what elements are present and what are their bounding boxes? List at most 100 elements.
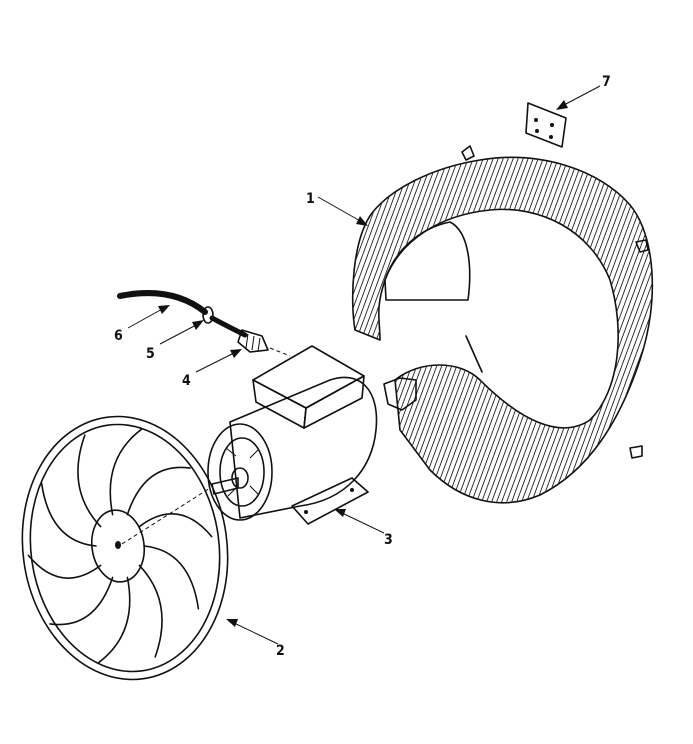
housing-hatch-line bbox=[399, 157, 541, 503]
callout-4: 4 bbox=[182, 349, 242, 389]
part-4-connector bbox=[237, 329, 291, 357]
housing-hatch-line bbox=[494, 157, 636, 503]
housing-outer-shell bbox=[351, 156, 654, 504]
housing-hatch-line bbox=[359, 157, 501, 503]
housing-hatch-line bbox=[409, 157, 551, 503]
housing-hatch-line bbox=[554, 157, 653, 503]
housing-hatch-line bbox=[524, 157, 653, 503]
bracket-plate bbox=[525, 102, 567, 148]
fan-blade bbox=[138, 513, 213, 538]
housing-hatch-line bbox=[549, 157, 653, 503]
housing-hatching bbox=[5, 140, 653, 520]
housing-hatch-line bbox=[544, 157, 653, 503]
callout-label-5: 5 bbox=[146, 346, 155, 362]
housing-hatch-line bbox=[514, 157, 653, 503]
housing-hatch-line bbox=[594, 157, 653, 503]
housing-hatch-line bbox=[65, 140, 205, 520]
callout-label-6: 6 bbox=[114, 328, 123, 344]
callout-label-1: 1 bbox=[306, 191, 315, 207]
connector-body bbox=[237, 329, 269, 353]
housing-hatch-line bbox=[185, 140, 325, 520]
housing-hatch-line bbox=[85, 140, 225, 520]
housing-hatch-line bbox=[130, 140, 270, 520]
housing-hatch-line bbox=[60, 140, 200, 520]
fan-hub bbox=[90, 509, 146, 583]
motor-mount-foot bbox=[291, 477, 369, 525]
housing-hatch-line bbox=[424, 157, 566, 503]
motor-end-inner bbox=[219, 437, 265, 507]
plate-hole-2 bbox=[550, 123, 554, 127]
motor-end-face bbox=[207, 423, 273, 521]
housing-hatch-line bbox=[25, 140, 165, 520]
housing-hatch-line bbox=[394, 157, 536, 503]
housing-hatch-line bbox=[474, 157, 616, 503]
housing-hatch-line bbox=[352, 157, 411, 503]
housing-hatch-line bbox=[55, 140, 195, 520]
housing-hatch-line bbox=[352, 157, 416, 503]
housing-hatch-line bbox=[205, 140, 345, 520]
fan-blade bbox=[77, 434, 102, 528]
housing-hatch-line bbox=[574, 157, 653, 503]
motor-junction-box-front bbox=[303, 375, 365, 429]
housing-hatch-line bbox=[369, 157, 511, 503]
motor-body bbox=[229, 376, 378, 519]
housing-hatch-line bbox=[404, 157, 546, 503]
housing-hatch-line bbox=[352, 157, 481, 503]
housing-hatch-line bbox=[469, 157, 611, 503]
part-1-coil-housing bbox=[5, 140, 654, 520]
housing-hatch-line bbox=[384, 157, 526, 503]
housing-hatch-line bbox=[464, 157, 606, 503]
housing-hatch-line bbox=[479, 157, 621, 503]
housing-hatch-line bbox=[529, 157, 653, 503]
housing-hatch-line bbox=[484, 157, 626, 503]
housing-hatch-line bbox=[10, 140, 150, 520]
part-7-bracket-plate bbox=[525, 102, 567, 148]
housing-hatch-line bbox=[419, 157, 561, 503]
housing-hatch-line bbox=[352, 157, 361, 503]
housing-hatch-line bbox=[559, 157, 653, 503]
housing-inner-opening bbox=[384, 221, 471, 301]
part-5-grommet bbox=[202, 306, 248, 338]
callout-label-3: 3 bbox=[384, 532, 393, 548]
plate-hole-1 bbox=[534, 118, 538, 122]
plate-hole-4 bbox=[549, 135, 553, 139]
housing-hatch-line bbox=[110, 140, 250, 520]
housing-hatch-line bbox=[454, 157, 596, 503]
fan-blade bbox=[27, 554, 102, 579]
fan-outer-rim bbox=[21, 415, 229, 681]
housing-hatch-line bbox=[439, 157, 581, 503]
fan-axis-dashline bbox=[121, 487, 211, 545]
connector-dashline bbox=[269, 347, 291, 357]
housing-hatch-line bbox=[15, 140, 155, 520]
housing-hatch-line bbox=[5, 140, 145, 520]
housing-hatch-line bbox=[564, 157, 653, 503]
part-2-fan-blade bbox=[21, 415, 229, 681]
housing-hatch-line bbox=[352, 157, 371, 503]
callout-label-4: 4 bbox=[182, 373, 191, 389]
part-3-motor bbox=[207, 345, 378, 525]
housing-hatch-line bbox=[352, 157, 366, 503]
callout-label-2: 2 bbox=[276, 643, 285, 659]
housing-hatch-line bbox=[614, 157, 653, 503]
fan-inner-rim bbox=[29, 423, 221, 673]
grommet bbox=[202, 306, 214, 324]
housing-hatch-line bbox=[352, 157, 406, 503]
fan-hub-center bbox=[115, 541, 121, 549]
housing-hatch-line bbox=[434, 157, 576, 503]
housing-hatch-line bbox=[379, 157, 521, 503]
callout-6: 6 bbox=[114, 305, 170, 344]
housing-hatch-line bbox=[429, 157, 571, 503]
housing-hatch-line bbox=[20, 140, 160, 520]
housing-hatch-line bbox=[539, 157, 653, 503]
fan-blade bbox=[126, 466, 191, 516]
callout-5: 5 bbox=[146, 320, 204, 362]
housing-hatch-line bbox=[509, 157, 651, 503]
plate-hole-3 bbox=[535, 129, 539, 133]
housing-hatch-line bbox=[374, 157, 516, 503]
housing-bracket bbox=[383, 377, 417, 411]
housing-tab-top bbox=[461, 145, 475, 161]
housing-hatch-line bbox=[589, 157, 653, 503]
fan-blade bbox=[138, 564, 163, 658]
housing-hatch-line bbox=[352, 157, 436, 503]
housing-hatch-line bbox=[352, 157, 421, 503]
